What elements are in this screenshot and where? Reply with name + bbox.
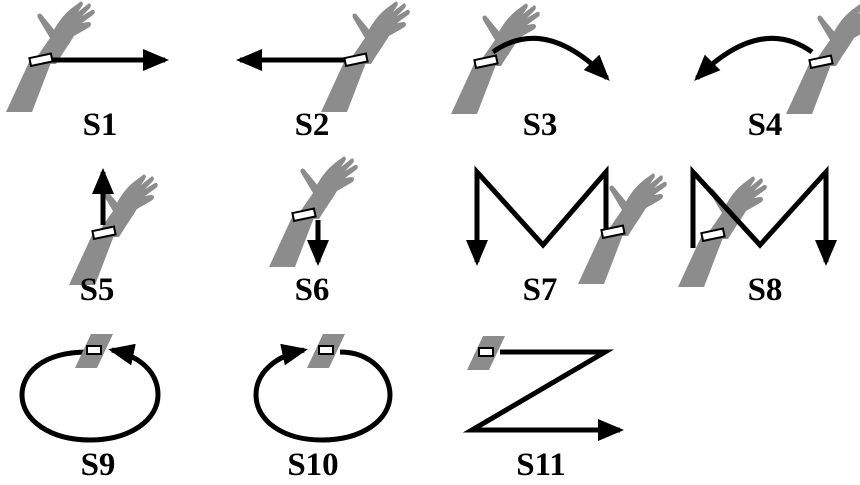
gesture-label: S6 [295, 272, 330, 308]
arc-left-icon [694, 35, 814, 81]
gesture-s11: S11 [462, 335, 624, 483]
hand-wristband-icon [320, 0, 411, 114]
gesture-label: S1 [83, 107, 118, 143]
gesture-s7: S7 [466, 165, 668, 308]
gesture-s4: S4 [694, 2, 860, 143]
wrist-band-icon [306, 333, 346, 369]
gesture-label: S8 [748, 272, 783, 308]
gesture-label: S5 [80, 272, 115, 308]
z-path-icon [462, 349, 624, 441]
gesture-s9: S9 [19, 333, 161, 483]
gesture-s8: S8 [677, 165, 837, 308]
hand-wristband-icon [268, 155, 359, 268]
gesture-s10: S10 [253, 333, 393, 483]
gesture-s3: S3 [450, 2, 610, 143]
gesture-s5: S5 [68, 168, 159, 308]
gesture-label: S4 [748, 107, 783, 143]
hand-wristband-icon [68, 173, 159, 286]
m-path-icon [690, 165, 837, 266]
hand-wristband-icon [785, 2, 860, 116]
wrist-band-icon [466, 335, 506, 371]
arc-right-icon [491, 35, 610, 81]
hand-wristband-icon [5, 0, 96, 114]
gesture-label: S9 [81, 447, 116, 483]
gesture-label: S3 [523, 107, 558, 143]
gesture-label: S10 [287, 447, 338, 483]
gesture-s6: S6 [268, 155, 359, 308]
hand-wristband-icon [450, 2, 541, 116]
circle-path-icon [19, 343, 161, 443]
gesture-label: S2 [295, 107, 330, 143]
circle-path-icon [253, 343, 393, 443]
gesture-s1: S1 [5, 0, 169, 143]
gesture-s2: S2 [236, 0, 411, 143]
gesture-label: S7 [523, 272, 558, 308]
gesture-label: S11 [516, 447, 566, 483]
m-path-icon [466, 165, 609, 266]
